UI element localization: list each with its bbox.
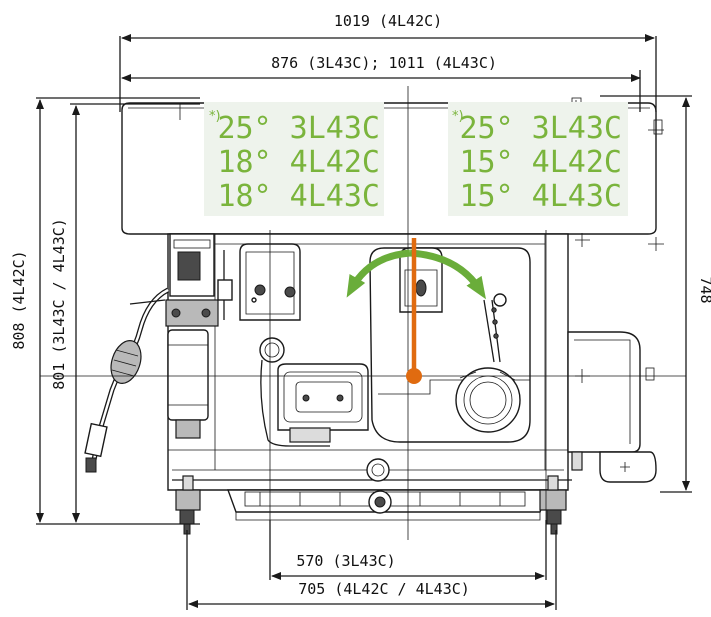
engine-parts xyxy=(239,243,657,483)
tilt-left-line-1: 25° 3L43C xyxy=(217,111,380,146)
tilt-right-note: *) xyxy=(452,109,464,124)
tilt-left-note: *) xyxy=(209,109,221,124)
tilt-right-line-3: 15° 4L43C xyxy=(459,179,622,214)
center-lines xyxy=(40,86,686,540)
pendulum-weight xyxy=(406,368,422,384)
tilt-right-line-2: 15° 4L42C xyxy=(459,145,622,180)
dim-right-height: 748 xyxy=(697,276,711,303)
tilt-arrow-right xyxy=(409,249,486,300)
tilt-panel-right: *) 25° 3L43C 15° 4L42C 15° 4L43C xyxy=(448,102,628,216)
dimension-lines xyxy=(36,34,692,610)
tilt-right-line-1: 25° 3L43C xyxy=(459,111,622,146)
dim-left-height-outer: 808 (4L42C) xyxy=(10,250,28,349)
dim-second-width: 876 (3L43C); 1011 (4L43C) xyxy=(271,54,497,72)
tilt-indicator xyxy=(346,238,486,384)
dim-left-height-inner: 801 (3L43C / 4L43C) xyxy=(50,218,68,390)
fuel-system xyxy=(84,233,233,473)
tilt-left-line-3: 18° 4L43C xyxy=(217,179,380,214)
dim-bottom-width-2: 705 (4L42C / 4L43C) xyxy=(298,580,470,598)
dim-bottom-width-1: 570 (3L43C) xyxy=(296,552,395,570)
tilt-left-line-2: 18° 4L42C xyxy=(217,145,380,180)
tilt-panel-left: *) 25° 3L43C 18° 4L42C 18° 4L43C xyxy=(204,102,384,216)
dim-top-width: 1019 (4L42C) xyxy=(334,12,442,30)
tilt-arrow-left xyxy=(346,249,411,298)
